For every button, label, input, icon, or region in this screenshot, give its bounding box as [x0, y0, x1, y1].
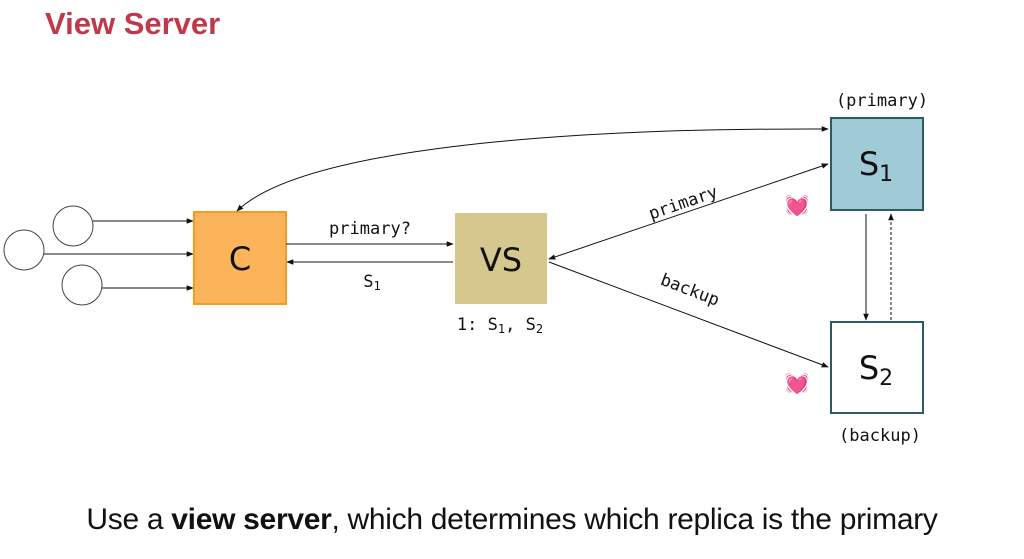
view-server-label: VS: [480, 241, 522, 279]
caption-prefix: Use a: [86, 503, 172, 536]
caption-bold: view server: [171, 503, 332, 536]
vs-s2-arrow: [548, 261, 829, 368]
vs-to-client-label: S1: [363, 272, 380, 293]
user-circle: [61, 264, 103, 306]
slide-caption: Use a view server, which determines whic…: [0, 503, 1024, 537]
s2-role-label: (backup): [839, 426, 921, 446]
caption-suffix: , which determines which replica is the …: [331, 503, 938, 536]
client-label: C: [229, 240, 251, 278]
client-s1-curved-arrow: [236, 126, 829, 212]
vs-s2-label: backup: [658, 270, 723, 311]
slide-title: View Server: [45, 6, 221, 41]
view-number-text: 1: S1, S2: [457, 315, 543, 336]
s2-backup-node: [830, 321, 924, 414]
user-circle: [52, 205, 94, 247]
client-node: [193, 211, 287, 305]
vs-s1-label: primary: [646, 182, 720, 224]
view-server-node: [455, 213, 547, 304]
s1-primary-node: [830, 117, 924, 211]
s1-label: S1: [859, 145, 893, 187]
heartbeat-icon: 💓: [785, 371, 810, 395]
client-to-vs-label: primary?: [329, 219, 411, 239]
s1-role-label: (primary): [836, 91, 928, 111]
s2-label: S2: [859, 349, 893, 391]
user-circle: [3, 229, 45, 271]
heartbeat-icon: 💓: [785, 193, 810, 217]
